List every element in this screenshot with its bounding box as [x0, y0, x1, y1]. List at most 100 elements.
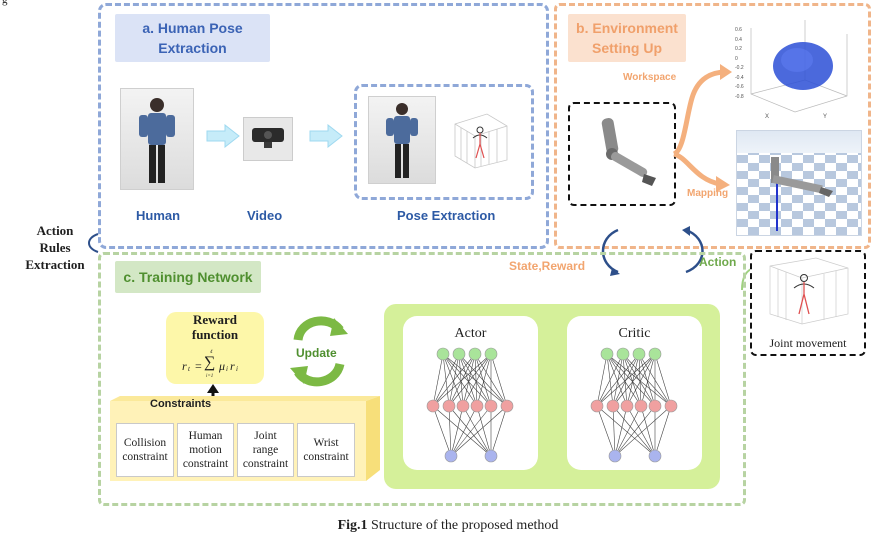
constraints-label: Constraints [150, 398, 212, 410]
actor-edge [442, 353, 464, 407]
constraint-joint-line1: Joint [254, 430, 277, 442]
action-label: Action [699, 255, 737, 269]
human-figure-icon [139, 98, 175, 183]
critic-edge [612, 405, 656, 457]
constraint-joint-line2: range [252, 444, 279, 456]
workspace-tick-0: 0.6 [735, 27, 742, 33]
constraint-wrist-line1: Wrist [313, 437, 339, 449]
video-label: Video [247, 208, 283, 223]
actor-edge [448, 353, 492, 407]
critic-node-layer-2 [608, 449, 622, 463]
workspace-axis-y: Y [823, 114, 828, 120]
critic-node-layer-1 [634, 399, 648, 413]
training-network-panel [98, 252, 746, 506]
actor-edge [432, 405, 492, 457]
env-title-line1: b. Environment [576, 20, 678, 36]
critic-node-layer-1 [590, 399, 604, 413]
critic-edge [606, 353, 642, 407]
critic-edge [638, 353, 656, 407]
workspace-tick-6: -0.6 [735, 84, 744, 90]
action-rules-extraction-label: Action Rules Extraction [24, 222, 86, 273]
critic-edge [606, 353, 628, 407]
formula-equals: = [195, 359, 202, 373]
constraint-wrist-line2: constraint [303, 451, 349, 463]
actor-edge [474, 353, 478, 407]
joint-skeleton-plot-icon [769, 257, 849, 325]
pose-photo [368, 96, 436, 184]
actor-edge [450, 405, 478, 457]
critic-edge [638, 353, 642, 407]
actor-node-layer-1 [426, 399, 440, 413]
pose-extraction-title: a. Human Pose Extraction [115, 14, 270, 62]
actor-edge [462, 405, 492, 457]
actor-node-layer-1 [500, 399, 514, 413]
critic-edge [654, 353, 672, 407]
actor-edge [442, 353, 492, 407]
reward-function-title: Reward function [166, 312, 264, 342]
update-label: Update [296, 346, 337, 360]
actor-node-layer-0 [436, 347, 450, 361]
critic-edge [622, 353, 642, 407]
state-reward-label: State,Reward [509, 259, 586, 273]
critic-edge [640, 353, 656, 407]
critic-node-layer-1 [620, 399, 634, 413]
pose-extraction-box [354, 84, 534, 200]
critic-edge [614, 405, 642, 457]
critic-edge [612, 353, 656, 407]
mapping-label: Mapping [687, 188, 729, 199]
critic-node-layer-2 [648, 449, 662, 463]
actor-edge [474, 353, 492, 407]
critic-edge [612, 405, 616, 457]
skeleton-3d-plot-icon [454, 113, 508, 169]
workspace-tick-2: 0.2 [735, 46, 742, 52]
pose-title-line2: Extraction [158, 40, 227, 56]
human-label: Human [136, 208, 181, 223]
critic-node-layer-1 [664, 399, 678, 413]
environment-panel [554, 3, 871, 249]
actor-node-layer-2 [444, 449, 458, 463]
reward-function-card: Reward function r t = 4 ∑ i=1 μ i r i [166, 312, 264, 384]
constraint-joint-range: Joint range constraint [237, 423, 294, 477]
actor-node-layer-1 [456, 399, 470, 413]
formula-sum-bottom: i=1 [206, 374, 214, 379]
critic-node-layer-1 [648, 399, 662, 413]
critic-edge [626, 405, 656, 457]
environment-title: b. Environment Setting Up [568, 14, 686, 62]
actor-edge [432, 353, 492, 407]
actor-edge [450, 405, 492, 457]
actor-edge [432, 353, 476, 407]
actor-node-layer-1 [484, 399, 498, 413]
caption-prefix: Fig.1 [337, 518, 368, 533]
actor-edge [462, 353, 476, 407]
critic-edge [596, 353, 624, 407]
constraint-wrist: Wrist constraint [297, 423, 355, 477]
critic-edge [626, 353, 656, 407]
actor-network-graph [426, 347, 514, 463]
actor-edge [458, 353, 478, 407]
pose-extraction-panel [98, 3, 549, 249]
constraint-joint-line3: constraint [242, 458, 289, 470]
sim-sky [737, 131, 861, 153]
orange-branch-arrows [672, 64, 732, 192]
actor-edge [450, 405, 508, 457]
action-rules-line2: Rules [39, 240, 71, 255]
constraints-tray-3d [110, 396, 380, 481]
workspace-tick-3: 0 [735, 55, 738, 62]
critic-edge [596, 353, 656, 407]
formula-lhs: r [182, 359, 187, 373]
critic-edge [614, 405, 628, 457]
critic-edge [596, 405, 656, 457]
formula-mu-sub: i [226, 365, 228, 373]
env-title-line2: Setting Up [592, 40, 662, 56]
actor-edge [476, 353, 492, 407]
reward-title-line1: Reward [192, 312, 238, 327]
actor-node-layer-1 [470, 399, 484, 413]
actor-edge [432, 405, 452, 457]
critic-label: Critic [618, 326, 651, 341]
mapping-simulation [736, 130, 862, 236]
joint-movement-label: Joint movement [769, 336, 847, 350]
critic-node-layer-0 [632, 347, 646, 361]
